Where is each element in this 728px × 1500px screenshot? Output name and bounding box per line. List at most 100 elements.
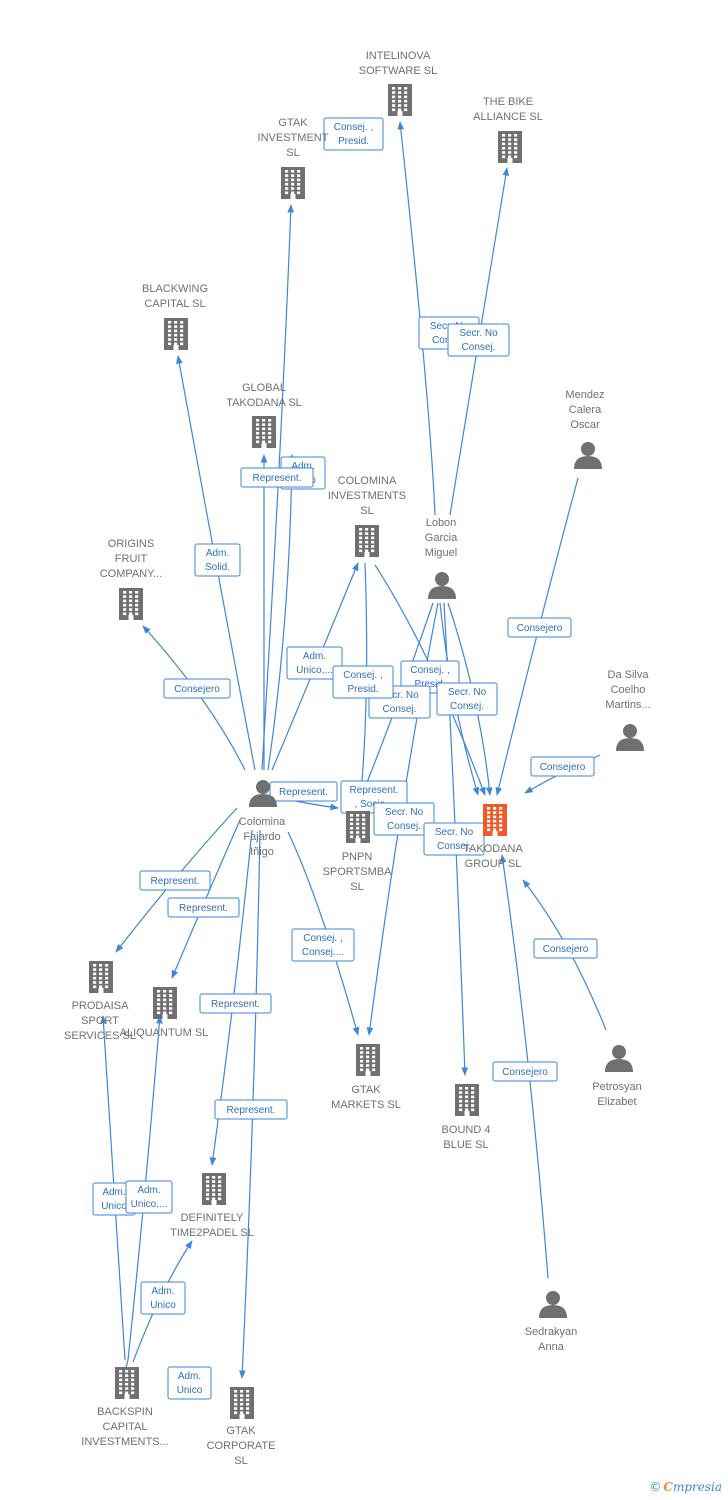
edge-label-backspin-to-gtakcorp[interactable]: Adm.Unico <box>167 1366 212 1400</box>
edge-label-text: Unico,... <box>296 665 333 676</box>
building-icon <box>483 804 507 836</box>
edge-label-colomina-to-colominv[interactable]: Adm.Unico,... <box>286 646 343 680</box>
edge-label-dasilva-to-takodana[interactable]: Consejero <box>530 756 595 777</box>
node-label: CORPORATE <box>207 1440 276 1452</box>
node-label: SPORT <box>81 1015 119 1027</box>
edge-label-mendez-to-takodana[interactable]: Consejero <box>507 617 572 638</box>
node-label: ALIQUANTUM SL <box>120 1027 209 1039</box>
edge-label-lobon-to-takodana[interactable]: Consej. ,Presid. <box>332 665 394 699</box>
building-icon <box>281 167 305 199</box>
edge-label-colomina-to-prodaisa[interactable]: Represent. <box>139 870 211 891</box>
edge-label-text: Presid. <box>414 679 445 690</box>
node-gtakcorp[interactable]: GTAK CORPORATE SL <box>207 1387 276 1467</box>
node-label: SL <box>234 1455 247 1467</box>
edge-lobon-to-bound4 <box>443 602 469 1076</box>
node-label: Mendez <box>565 389 604 401</box>
node-origins[interactable]: ORIGINSFRUITCOMPANY... <box>100 538 163 620</box>
edge-label-box <box>240 467 314 488</box>
edge-label-box <box>167 1366 212 1400</box>
edge-label-box <box>436 682 498 716</box>
edge-label-backspin-to-aliquantum[interactable]: Adm.Unico,... <box>125 1180 173 1214</box>
node-label: BLACKWING <box>142 283 208 295</box>
edge-label-text: Consej. <box>387 821 421 832</box>
node-label: ALLIANCE SL <box>473 111 543 123</box>
node-backspin[interactable]: BACKSPINCAPITALINVESTMENTS... <box>81 1367 169 1448</box>
edge-label-text: Adm. <box>151 1286 174 1297</box>
edge-label-colomina-to-definitely[interactable]: Represent. <box>199 993 272 1014</box>
edge-label-colomina-to-gtakmarkets[interactable]: Consej. ,Consej.... <box>291 928 355 962</box>
edge-label-text: Consejero <box>502 1067 548 1078</box>
edge-label-colomina-to-origins[interactable]: Consejero <box>163 678 231 699</box>
edge-label-text: Consejero <box>517 623 563 634</box>
node-label: TAKODANA <box>463 843 523 855</box>
person-icon <box>616 724 644 751</box>
edge-label-colomina-to-blackwing[interactable]: Adm.Solid. <box>194 543 241 577</box>
edge-label-colomina-to-gtakinv[interactable]: Consej. , Presid. <box>323 117 384 151</box>
node-label: DEFINITELY <box>181 1212 244 1224</box>
edge-label-text: Unico <box>101 1201 127 1212</box>
edge-label-colomina-to-pnpn[interactable]: Represent. <box>269 781 338 802</box>
node-label: Lobon <box>426 517 457 529</box>
edge-label-backspin-to-prodaisa[interactable]: Adm.Unico <box>92 1182 136 1216</box>
edge-label-colomina-to-gtakcorp[interactable]: Represent. <box>214 1099 288 1120</box>
node-label: COLOMINA <box>338 475 397 487</box>
edge-label-text: Presid. <box>338 136 369 147</box>
edge-colomina-to-origins <box>142 625 246 771</box>
node-label: GLOBAL <box>242 382 286 394</box>
node-label: Miguel <box>425 547 457 559</box>
edge-label-petrosyan-to-takodana[interactable]: Consejero <box>533 938 598 959</box>
edge-label-text: Represent. <box>253 473 302 484</box>
copyright-symbol: © <box>649 1480 662 1494</box>
edge-label-text: Secr. No <box>459 328 498 339</box>
node-label: Elizabet <box>597 1096 636 1108</box>
node-aliquantum[interactable]: ALIQUANTUM SL <box>120 987 209 1039</box>
node-label: GROUP SL <box>465 858 522 870</box>
building-icon <box>164 318 188 350</box>
node-label: GTAK <box>226 1425 256 1437</box>
node-label: INVESTMENTS <box>328 490 406 502</box>
node-label: Fajardo <box>243 831 280 843</box>
node-dasilva[interactable]: Da SilvaCoelhoMartins... <box>605 669 651 751</box>
edge-label-box <box>447 323 510 357</box>
person-icon <box>605 1045 633 1072</box>
edge-label-colomina-to-globaltak[interactable]: Represent. <box>240 467 314 488</box>
node-takodana[interactable]: TAKODANA GROUP SL <box>463 804 524 870</box>
edge-label-backspin-to-definitely[interactable]: Adm.Unico <box>140 1281 186 1315</box>
edge-label-text: Consej. , <box>334 122 373 133</box>
building-icon <box>115 1367 139 1399</box>
edge-label-text: Consej. <box>450 701 484 712</box>
edge-label-text: Represent. <box>211 999 260 1010</box>
edge-label-colomina-to-aliquantum[interactable]: Represent. <box>167 897 240 918</box>
node-label: PRODAISA <box>72 1000 130 1012</box>
building-icon <box>388 84 412 116</box>
edge-label-box <box>323 117 384 151</box>
node-label: Oscar <box>570 419 600 431</box>
node-label: ORIGINS <box>108 538 154 550</box>
edge-label-sedrakyan-to-takodana[interactable]: Consejero <box>492 1061 558 1082</box>
edge-label-text: Adm. <box>291 461 314 472</box>
edge-label-box <box>291 928 355 962</box>
node-label: Colomina <box>239 816 286 828</box>
building-icon <box>89 961 113 993</box>
